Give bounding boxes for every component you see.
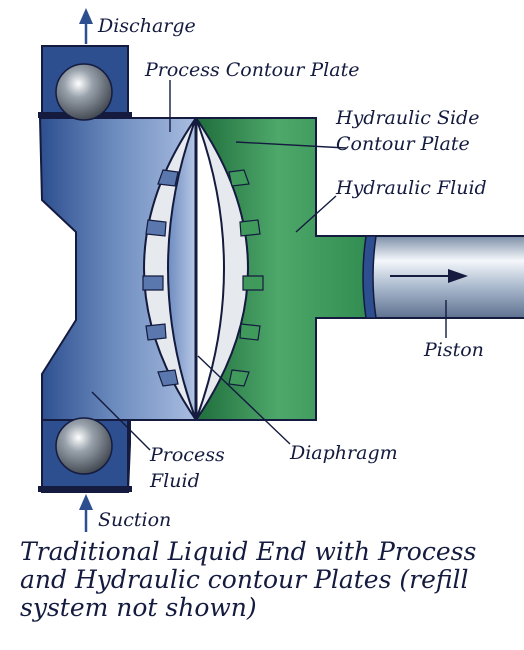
discharge-arrow-icon <box>79 8 93 44</box>
suction-arrow-icon <box>79 494 93 532</box>
label-piston: Piston <box>423 339 484 361</box>
label-process-fluid-line1: Process <box>149 444 225 466</box>
diagram-caption: Traditional Liquid End with Process and … <box>20 538 520 622</box>
caption-line-1: Traditional Liquid End with Process <box>20 537 477 566</box>
caption-line-2: and Hydraulic contour Plates (refill <box>20 565 469 594</box>
label-suction: Suction <box>98 509 171 531</box>
label-hydraulic-side-line1: Hydraulic Side <box>335 107 479 129</box>
label-diaphragm: Diaphragm <box>289 442 398 464</box>
liquid-end-diagram: Discharge Process Contour Plate Hydrauli… <box>38 8 524 532</box>
label-hydraulic-fluid: Hydraulic Fluid <box>335 177 487 199</box>
label-hydraulic-side-line2: Contour Plate <box>336 133 470 155</box>
caption-line-3: system not shown) <box>20 593 257 622</box>
discharge-check-ball <box>55 63 113 121</box>
process-contour-plate <box>142 117 197 421</box>
label-process-fluid-line2: Fluid <box>149 470 200 492</box>
label-discharge: Discharge <box>97 15 196 37</box>
label-process-contour-plate: Process Contour Plate <box>144 59 359 81</box>
suction-check-ball <box>55 417 113 475</box>
piston <box>362 235 524 319</box>
